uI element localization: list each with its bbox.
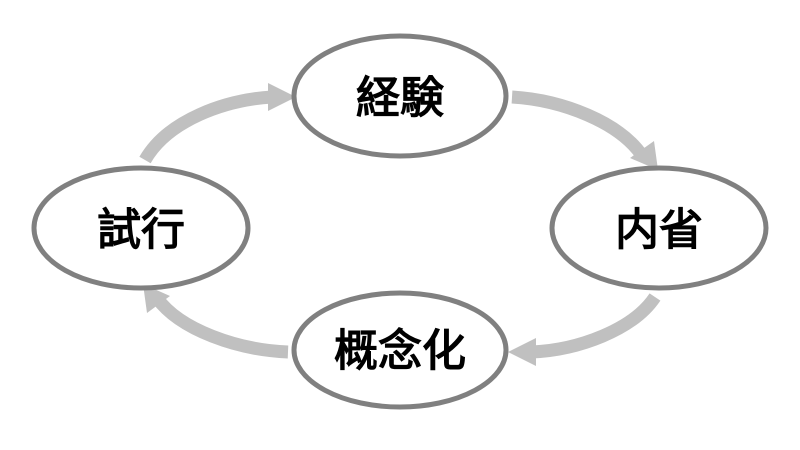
node-experience-label: 経験: [356, 73, 445, 124]
arrow-reflection-to-conceptualization[interactable]: [508, 293, 661, 366]
arrow-conceptualization-to-trial[interactable]: [143, 284, 289, 359]
node-experience-shape: [291, 33, 509, 159]
node-conceptualization-label: 概念化: [334, 326, 466, 377]
arrow-group: [139, 83, 661, 366]
node-trial-shape: [31, 165, 251, 291]
node-reflection-shape: [549, 165, 769, 291]
arrow-experience-to-reflection[interactable]: [511, 90, 658, 170]
node-conceptualization-shape: [291, 290, 509, 410]
node-conceptualization[interactable]: 概念化: [291, 290, 509, 410]
node-trial[interactable]: 試行: [31, 165, 251, 291]
node-reflection-label: 内省: [615, 205, 703, 256]
arrow-trial-to-experience[interactable]: [139, 83, 296, 164]
node-experience[interactable]: 経験: [291, 33, 509, 159]
node-trial-label: 試行: [97, 205, 185, 256]
node-reflection[interactable]: 内省: [549, 165, 769, 291]
